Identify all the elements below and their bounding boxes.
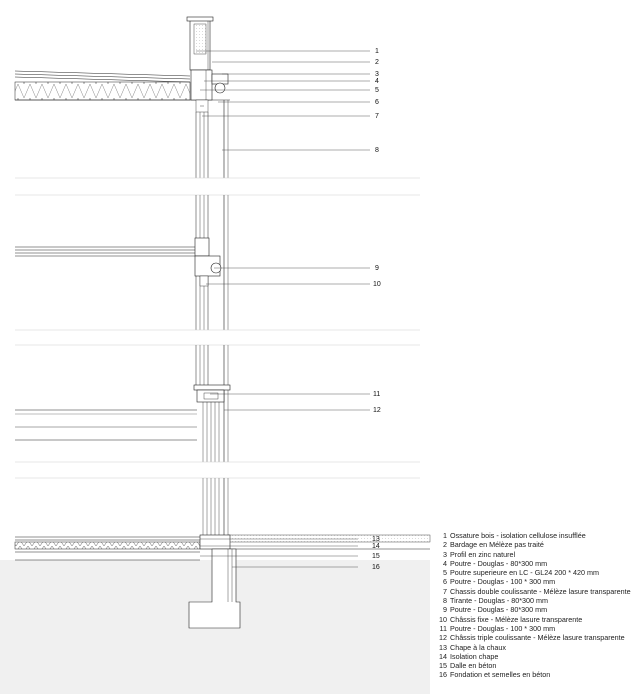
- legend-number: 1: [443, 531, 447, 540]
- legend-number: 4: [443, 558, 447, 568]
- legend-text: Poutre - Douglas - 100 * 300 mm: [450, 623, 556, 633]
- sill-section: [15, 344, 420, 463]
- callout-16: 16: [372, 564, 380, 571]
- legend-text: Dalle en béton: [450, 661, 497, 671]
- legend-number: 14: [439, 651, 447, 661]
- legend-number: 7: [443, 586, 447, 596]
- legend-number: 6: [443, 577, 447, 587]
- legend-text: Chape à la chaux: [450, 642, 506, 652]
- legend-number: 8: [443, 596, 447, 606]
- legend-text: Chassis double coulissante - Mélèze lasu…: [450, 586, 631, 596]
- callout-10: 10: [373, 281, 381, 288]
- floor-section: [15, 194, 420, 331]
- legend-number: 16: [439, 670, 447, 680]
- roof-section: [14, 16, 420, 179]
- legend-text: Profil en zinc naturel: [450, 549, 516, 559]
- callout-6: 6: [375, 99, 379, 106]
- legend-text: Isolation chape: [450, 651, 499, 661]
- callout-9: 9: [375, 265, 379, 272]
- legend-number: 12: [439, 633, 447, 643]
- legend-text: Fondation et semelles en béton: [450, 670, 551, 680]
- callout-14: 14: [372, 543, 380, 550]
- callout-11: 11: [373, 391, 380, 398]
- legend-number: 9: [443, 605, 447, 615]
- callout-1: 1: [375, 48, 379, 55]
- legend-text: Poutre - Douglas - 80*300 mm: [450, 605, 548, 615]
- foundation-section: [0, 477, 431, 694]
- legend-number: 10: [439, 614, 447, 624]
- callout-13: 13: [372, 536, 380, 543]
- legend-number: 2: [443, 540, 447, 550]
- legend-text: Bardage en Mélèze pas traité: [450, 540, 544, 550]
- callout-7: 7: [375, 113, 379, 120]
- callout-2: 2: [375, 59, 379, 66]
- leader-lines: [196, 50, 370, 568]
- legend-text: Ossature bois - isolation cellulose insu…: [450, 531, 586, 540]
- callout-8: 8: [375, 147, 379, 154]
- callout-3: 3: [375, 71, 379, 78]
- legend-number: 3: [443, 549, 447, 559]
- callout-numbers: 1 2 3 4 5 6 7 8 9 10 11 12 13 14 15 16: [372, 48, 381, 571]
- legend-text: Poutre - Douglas - 100 * 300 mm: [450, 577, 556, 587]
- legend-text: Châssis fixe - Mélèze lasure transparent…: [450, 614, 583, 624]
- callout-5: 5: [375, 87, 379, 94]
- legend-text: Châssis triple coulissante - Mélèze lasu…: [450, 633, 625, 643]
- legend-number: 15: [439, 661, 447, 671]
- legend-text: Tirante - Douglas - 80*300 mm: [450, 596, 549, 606]
- callout-4: 4: [375, 78, 379, 85]
- callout-12: 12: [373, 407, 381, 414]
- legend-number: 11: [439, 623, 447, 633]
- legend-text: Poutre - Douglas - 80*300 mm: [450, 558, 548, 568]
- callout-15: 15: [372, 553, 380, 560]
- legend-number: 13: [439, 642, 447, 652]
- legend-text: Poutre superieure en LC - GL24 200 * 420…: [450, 568, 600, 578]
- legend-number: 5: [443, 568, 447, 578]
